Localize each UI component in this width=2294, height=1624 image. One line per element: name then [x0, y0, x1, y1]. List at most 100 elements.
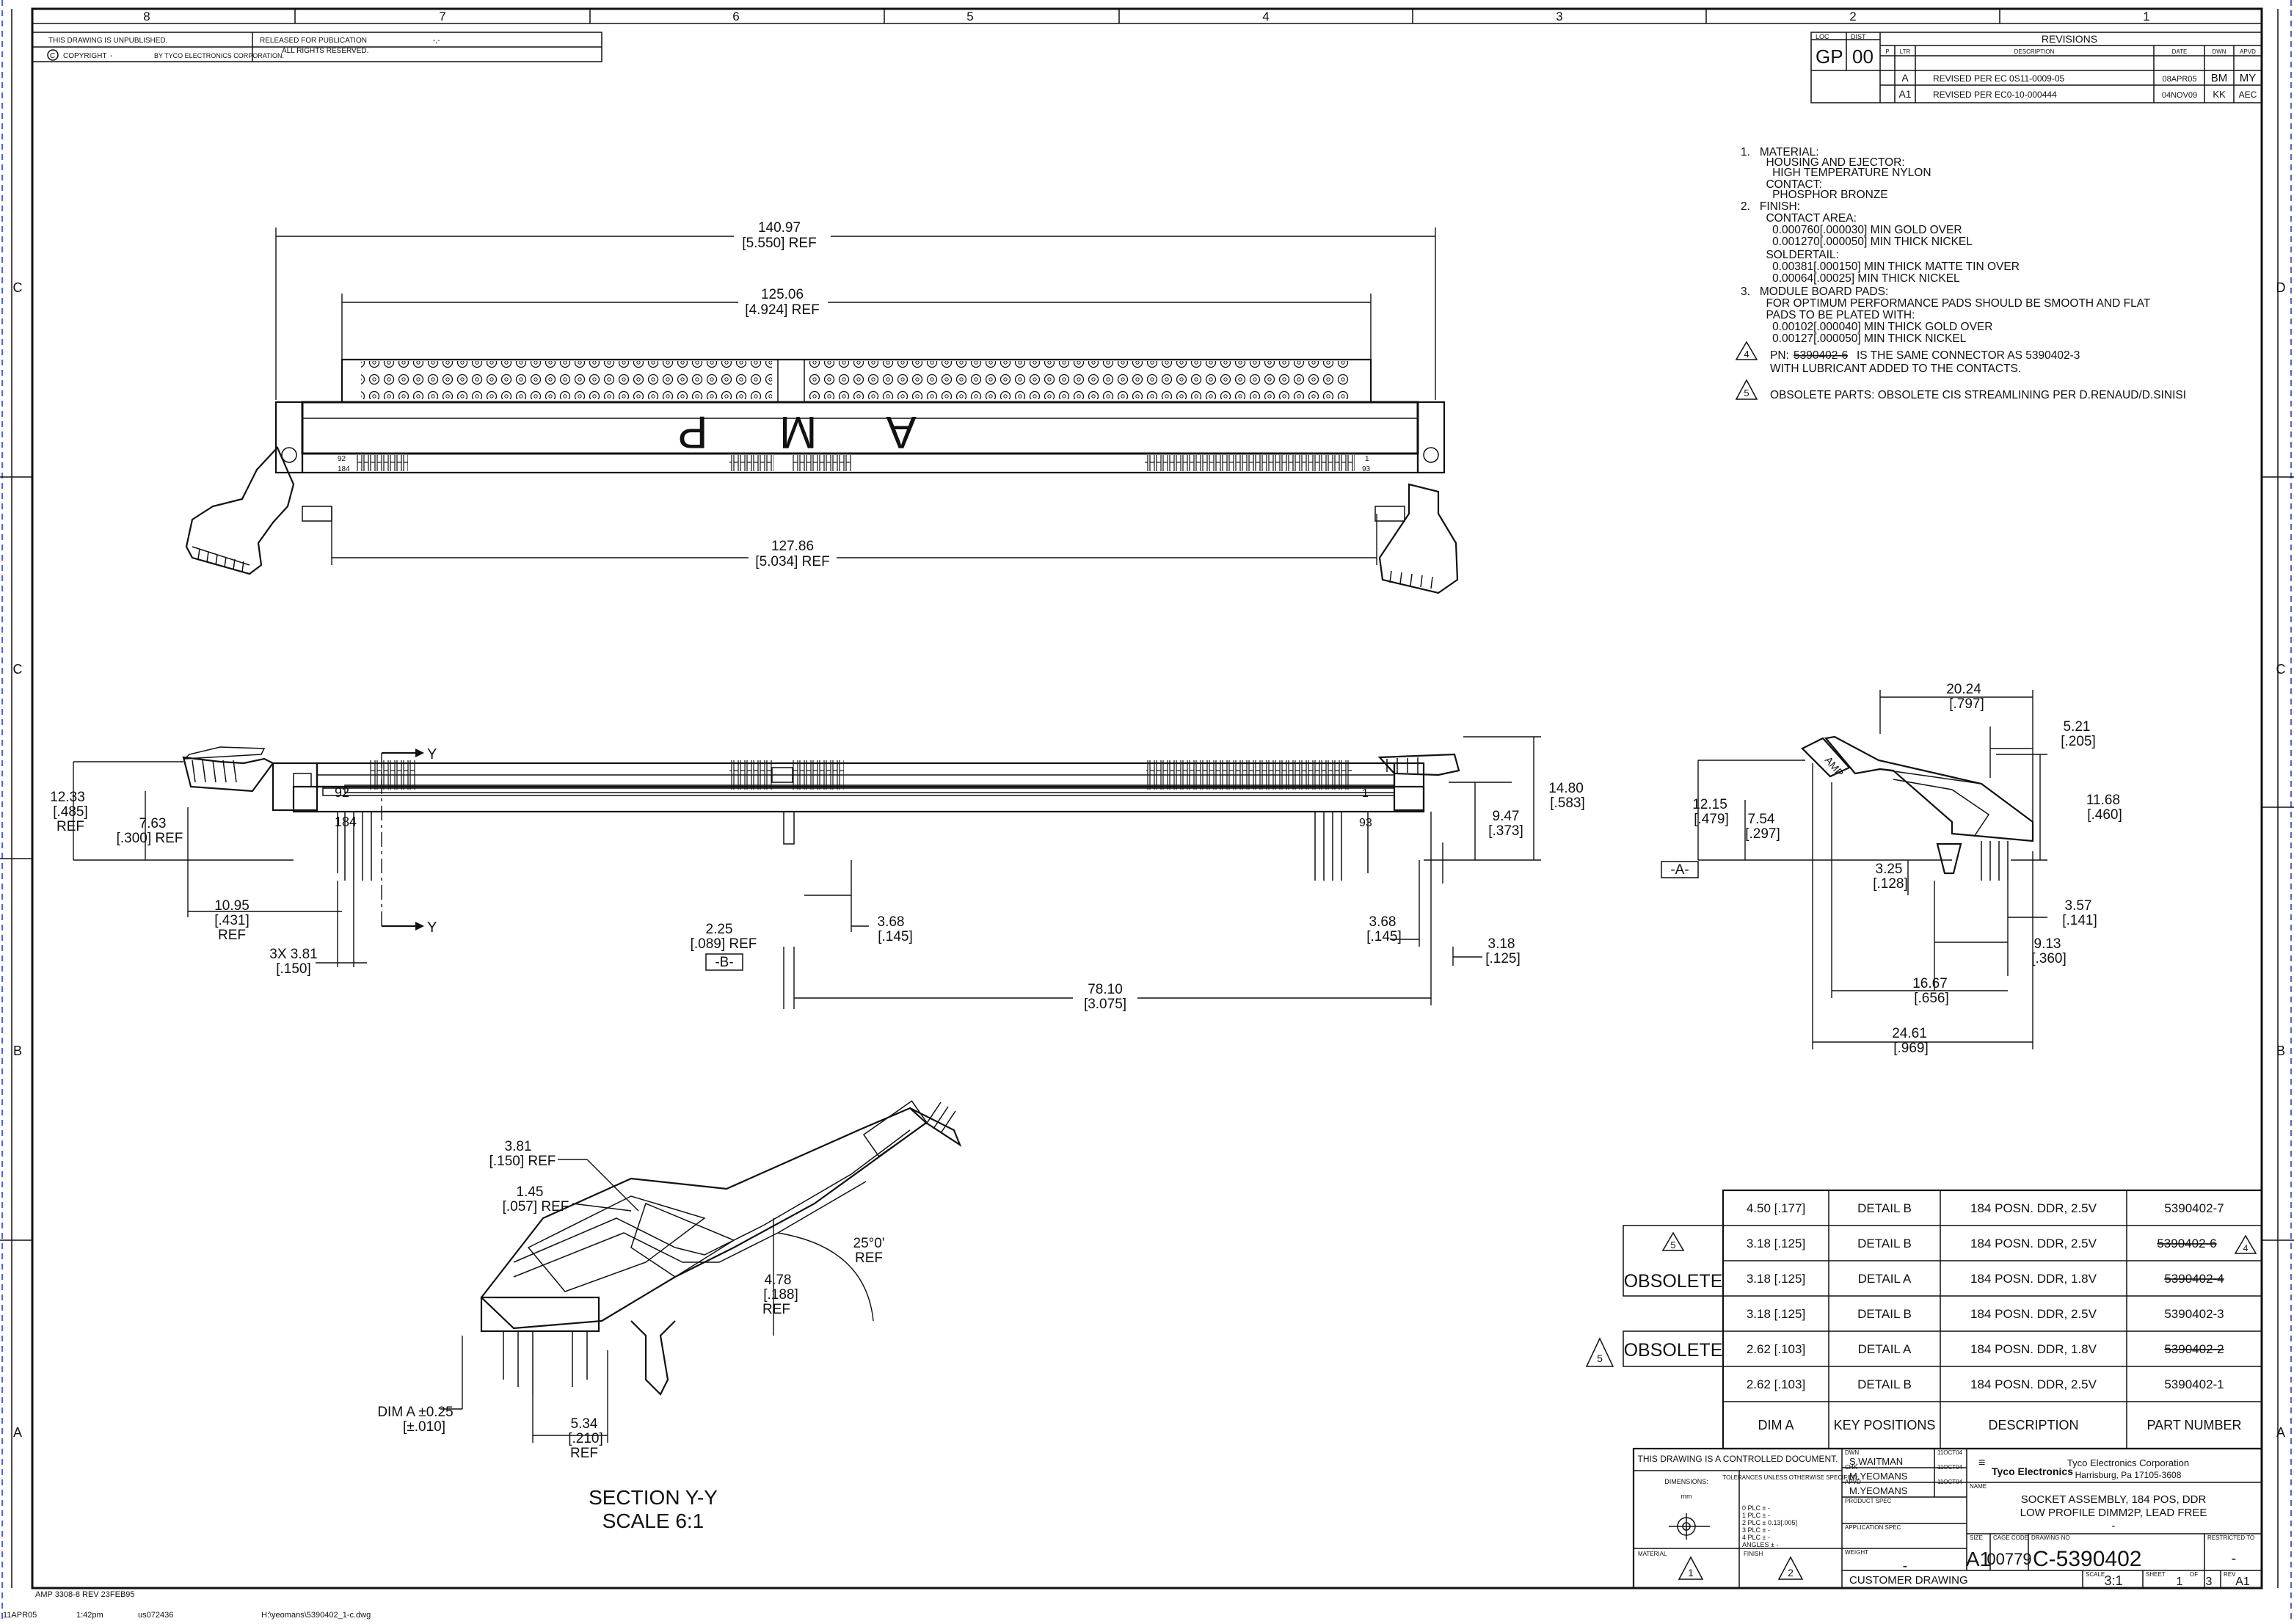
dim-inch: [.479] — [1694, 812, 1729, 827]
product-spec-label: PRODUCT SPEC — [1845, 1498, 1892, 1504]
dwg-label: DRAWING NO — [2031, 1534, 2070, 1541]
ejector-lever-right[interactable] — [1378, 483, 1459, 594]
dim-inch: [.485] — [53, 804, 88, 820]
ejector-head-left[interactable] — [182, 756, 274, 793]
row-desc: 184 POSN. DDR, 2.5V — [1970, 1201, 2097, 1215]
pin-label: 184 — [338, 465, 350, 473]
contact-teeth — [793, 760, 844, 790]
tyco-logo-mark: ≡ — [1978, 1457, 1985, 1469]
dim-inch: [.297] — [1745, 826, 1780, 842]
note-line: CONTACT: — [1741, 178, 1822, 191]
zone-label: B — [2276, 1044, 2285, 1058]
contact-teeth — [357, 455, 408, 471]
copyright-c: C — [50, 52, 55, 60]
note-line: 3. MODULE BOARD PADS: — [1741, 285, 1888, 298]
rev-date: 04NOV09 — [2162, 91, 2197, 100]
released-text: RELEASED FOR PUBLICATION — [260, 37, 367, 45]
dim-value: 3.68 — [878, 914, 905, 930]
row-desc: 184 POSN. DDR, 2.5V — [1970, 1307, 2097, 1321]
dim-value: 3.81 — [505, 1139, 532, 1154]
loc-value: GP — [1816, 45, 1843, 68]
pin-label: 92 — [338, 455, 346, 463]
dimensions-label: DIMENSIONS: — [1664, 1478, 1708, 1485]
ejector-head-right[interactable] — [1377, 753, 1460, 776]
chk-date: 11OCT04 — [1937, 1464, 1963, 1471]
section-ejector — [862, 1100, 928, 1157]
zone-label: B — [13, 1044, 22, 1058]
row-part: 5390402-1 — [2164, 1377, 2224, 1391]
dim-inch: [.057] REF — [503, 1199, 569, 1215]
contact-hole-array — [361, 361, 772, 399]
dim-inch: [.360] — [2031, 951, 2067, 966]
header-cell: DIM A — [1758, 1418, 1794, 1432]
flag-triangle-icon — [1678, 1556, 1704, 1580]
front-dims: 12.33 [.485] REF 7.63 [.300] REF 10.95 [… — [50, 736, 1585, 1020]
finish-flag: 2 — [1788, 1567, 1794, 1579]
dim-ref: REF — [57, 819, 84, 834]
side-ejector-head[interactable] — [1801, 737, 1851, 778]
side-view: AMP 12.15 [.479] 7.54 [.297] -A- 20.24 [… — [1661, 682, 2122, 1056]
obsolete-label: OBSOLETE — [1624, 1340, 1723, 1361]
dim-a-inch: [±.010] — [403, 1419, 445, 1435]
rev-dwn: BM — [2211, 72, 2228, 84]
section-title: SECTION Y-Y — [589, 1486, 718, 1509]
note-line: 2. FINISH: — [1741, 200, 1800, 213]
note4-text: IS THE SAME CONNECTOR AS 5390402-3 — [1857, 349, 2080, 362]
section-hatch — [527, 1195, 706, 1292]
cage-value: 00779 — [1987, 1550, 2031, 1568]
section-peg — [630, 1320, 676, 1396]
rev-dwn: KK — [2213, 89, 2226, 100]
note-5: 5 OBSOLETE PARTS: OBSOLETE CIS STREAMLIN… — [1735, 379, 2186, 401]
dim-value: 12.33 — [50, 790, 85, 805]
table-header: DIM A KEY POSITIONS DESCRIPTION PART NUM… — [1758, 1418, 2241, 1432]
header-cell: KEY POSITIONS — [1834, 1418, 1936, 1432]
apvd-name: M.YEOMANS — [1849, 1485, 1908, 1496]
obsolete-group-box — [1623, 1225, 1724, 1297]
note-line: FOR OPTIMUM PERFORMANCE PADS SHOULD BE S… — [1741, 297, 2151, 310]
ejector-lever-left[interactable] — [185, 446, 295, 575]
dwn-date: 11OCT04 — [1937, 1449, 1963, 1456]
note5-text: OBSOLETE PARTS: OBSOLETE CIS STREAMLININ… — [1770, 389, 2186, 401]
key-block — [771, 767, 793, 783]
dim-value: 12.15 — [1692, 797, 1727, 812]
section-label: Y — [427, 920, 437, 936]
dim-inch: [.431] — [214, 913, 250, 928]
section-dims: 3.81 [.150] REF 1.45 [.057] REF 25°0' RE… — [377, 1139, 884, 1461]
section-body — [480, 1107, 928, 1330]
dim-a-label: DIM A ±0.25 — [377, 1405, 453, 1420]
note-4: 4 PN: 5390402-6 IS THE SAME CONNECTOR AS… — [1735, 341, 2080, 375]
note-line: 0.00102[.000040] MIN THICK GOLD OVER — [1741, 321, 1992, 333]
of-label: OF — [2190, 1571, 2198, 1578]
apvd-label: APVD — [1845, 1479, 1861, 1485]
section-scale: SCALE 6:1 — [602, 1510, 704, 1532]
row-part: 5390402-3 — [2164, 1307, 2224, 1321]
rev-header: APVD — [2240, 48, 2256, 55]
material-label: MATERIAL — [1638, 1551, 1667, 1557]
note-line: 0.00064[.00025] MIN THICK NICKEL — [1741, 272, 1960, 285]
dim-value: 11.68 — [2086, 793, 2120, 808]
dim-value: 3.18 — [1488, 936, 1515, 952]
row-part-struck: 5390402-2 — [2164, 1342, 2224, 1356]
row-desc: 184 POSN. DDR, 1.8V — [1970, 1272, 2097, 1286]
file-path: H:\yeomans\5390402_1-c.dwg — [261, 1611, 371, 1620]
name-label: NAME — [1970, 1483, 1987, 1490]
note-line: 0.000760[.000030] MIN GOLD OVER — [1741, 224, 1962, 236]
rev-date: 08APR05 — [2162, 75, 2196, 84]
dim-value: 20.24 — [1946, 682, 1981, 697]
zone-label: 8 — [143, 10, 150, 23]
row-key: DETAIL B — [1857, 1377, 1912, 1391]
dim-inch: [.373] — [1488, 823, 1523, 839]
sheet-label: SHEET — [2146, 1571, 2166, 1578]
zone-label: A — [13, 1425, 22, 1440]
pin-label: 93 — [1359, 817, 1372, 829]
chk-label: CHK — [1845, 1464, 1858, 1471]
dim-value: 127.86 — [771, 539, 814, 554]
rights-text: ALL RIGHTS RESERVED. — [282, 47, 368, 55]
dim-inch: [5.550] REF — [742, 236, 816, 251]
row-dim: 4.50 [.177] — [1747, 1201, 1805, 1215]
section-y-y: 3.81 [.150] REF 1.45 [.057] REF 25°0' RE… — [377, 1100, 962, 1532]
drawing-number: C-5390402 — [2033, 1547, 2141, 1571]
obsolete-label: OBSOLETE — [1624, 1271, 1723, 1292]
dim-inch: [.188] — [763, 1287, 798, 1303]
